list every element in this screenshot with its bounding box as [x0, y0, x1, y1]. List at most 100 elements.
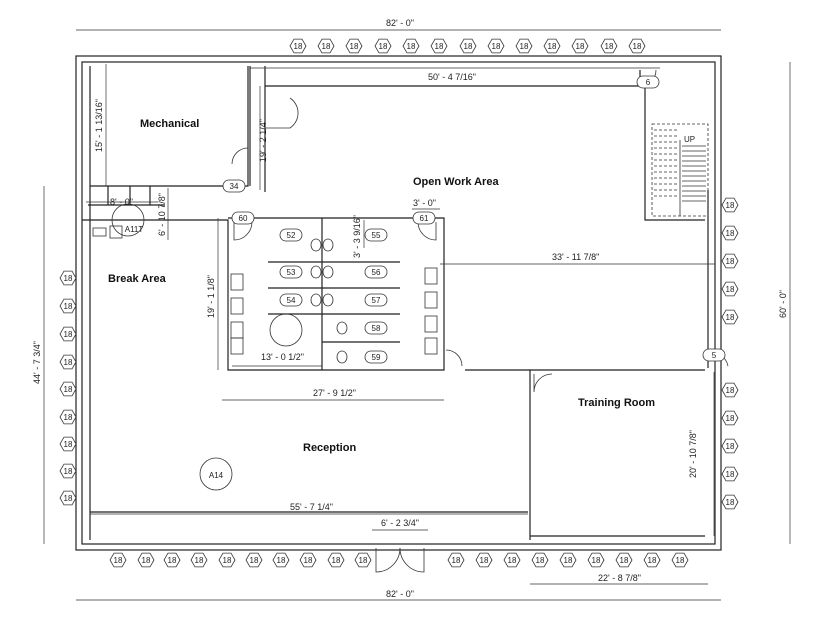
window-tag: 18 [543, 38, 561, 54]
svg-text:18: 18 [407, 42, 416, 51]
sink [230, 297, 244, 315]
window-tag: 18 [559, 552, 577, 568]
svg-text:18: 18 [64, 358, 73, 367]
round-table [269, 313, 303, 347]
equipment-tag-a14: A14 [209, 471, 224, 480]
door-tag-52: 52 [279, 228, 303, 242]
svg-text:18: 18 [464, 42, 473, 51]
window-tag: 18 [721, 494, 739, 510]
round-table [111, 203, 145, 237]
room-open-work-area: Open Work Area [413, 176, 499, 188]
window-tag: 18 [628, 38, 646, 54]
sink [230, 337, 244, 355]
door-tag-34: 34 [222, 179, 246, 193]
window-tag: 18 [643, 552, 661, 568]
svg-text:18: 18 [492, 42, 501, 51]
svg-text:5: 5 [712, 351, 717, 360]
toilet [310, 293, 322, 307]
svg-text:18: 18 [223, 556, 232, 565]
window-tag: 18 [515, 38, 533, 54]
door-tag-6: 6 [636, 75, 660, 89]
toilet [310, 265, 322, 279]
door-tag-55: 55 [364, 228, 388, 242]
svg-text:18: 18 [726, 313, 735, 322]
exterior-walls [75, 55, 722, 551]
window-tag: 18 [245, 552, 263, 568]
room-reception: Reception [303, 442, 356, 454]
window-tag: 18 [721, 281, 739, 297]
svg-text:18: 18 [548, 42, 557, 51]
window-tag: 18 [59, 490, 77, 506]
sink [424, 291, 438, 309]
svg-text:18: 18 [726, 229, 735, 238]
dim-left-overall: 44' - 7 3/4" [32, 341, 42, 384]
door-swing [233, 221, 253, 241]
dim-corridor-height: 19' - 2 1/4" [258, 119, 268, 162]
window-tag: 18 [571, 38, 589, 54]
svg-text:34: 34 [230, 182, 239, 191]
svg-text:52: 52 [287, 231, 296, 240]
svg-text:18: 18 [508, 556, 517, 565]
window-tag: 18 [354, 552, 372, 568]
window-tag: 18 [163, 552, 181, 568]
dim-mechanical-height: 15' - 1 13/16" [94, 99, 104, 152]
svg-text:18: 18 [250, 556, 259, 565]
window-tag: 18 [327, 552, 345, 568]
door-tag-60: 60 [231, 211, 255, 225]
svg-text:18: 18 [64, 440, 73, 449]
entry-door [375, 547, 401, 573]
toilet [322, 238, 334, 252]
svg-text:18: 18 [359, 556, 368, 565]
equipment-tag-a11t: A11T [125, 225, 144, 234]
sink [230, 321, 244, 339]
stair-up-label: UP [684, 135, 695, 144]
window-tag: 18 [531, 552, 549, 568]
round-table [199, 457, 233, 491]
svg-text:18: 18 [322, 42, 331, 51]
svg-text:18: 18 [142, 556, 151, 565]
window-tag: 18 [59, 354, 77, 370]
sink [424, 337, 438, 355]
dim-bottom-overall: 82' - 0" [386, 589, 414, 599]
dim-stall-depth: 3' - 3 9/16" [352, 215, 362, 258]
window-tag: 18 [345, 38, 363, 54]
interior-walls [82, 66, 709, 540]
door-swing [265, 97, 299, 129]
door-tag-54: 54 [279, 293, 303, 307]
window-tag: 18 [59, 298, 77, 314]
window-tag: 18 [190, 552, 208, 568]
door-swing [417, 221, 437, 241]
room-mechanical: Mechanical [140, 118, 199, 130]
svg-text:18: 18 [294, 42, 303, 51]
window-tag: 18 [587, 552, 605, 568]
window-tag: 18 [59, 326, 77, 342]
window-tag: 18 [402, 38, 420, 54]
window-tag: 18 [721, 225, 739, 241]
window-tag: 18 [109, 552, 127, 568]
svg-text:18: 18 [676, 556, 685, 565]
svg-text:18: 18 [726, 285, 735, 294]
svg-text:18: 18 [304, 556, 313, 565]
svg-text:18: 18 [564, 556, 573, 565]
svg-text:18: 18 [520, 42, 529, 51]
dim-right-overall: 60' - 0" [778, 290, 788, 318]
svg-text:18: 18 [452, 556, 461, 565]
window-tag: 18 [487, 38, 505, 54]
toilet [322, 293, 334, 307]
svg-text:18: 18 [726, 201, 735, 210]
svg-text:58: 58 [372, 324, 381, 333]
svg-text:57: 57 [372, 296, 381, 305]
door-tag-53: 53 [279, 265, 303, 279]
svg-text:18: 18 [64, 494, 73, 503]
svg-text:18: 18 [379, 42, 388, 51]
entry-door [399, 547, 425, 573]
svg-text:18: 18 [726, 386, 735, 395]
door-swing [533, 373, 553, 393]
window-tag: 18 [721, 309, 739, 325]
dim-training-width: 22' - 8 7/8" [598, 573, 641, 583]
svg-text:18: 18 [726, 257, 735, 266]
svg-text:18: 18 [605, 42, 614, 51]
window-tag: 18 [721, 253, 739, 269]
svg-text:18: 18 [64, 302, 73, 311]
